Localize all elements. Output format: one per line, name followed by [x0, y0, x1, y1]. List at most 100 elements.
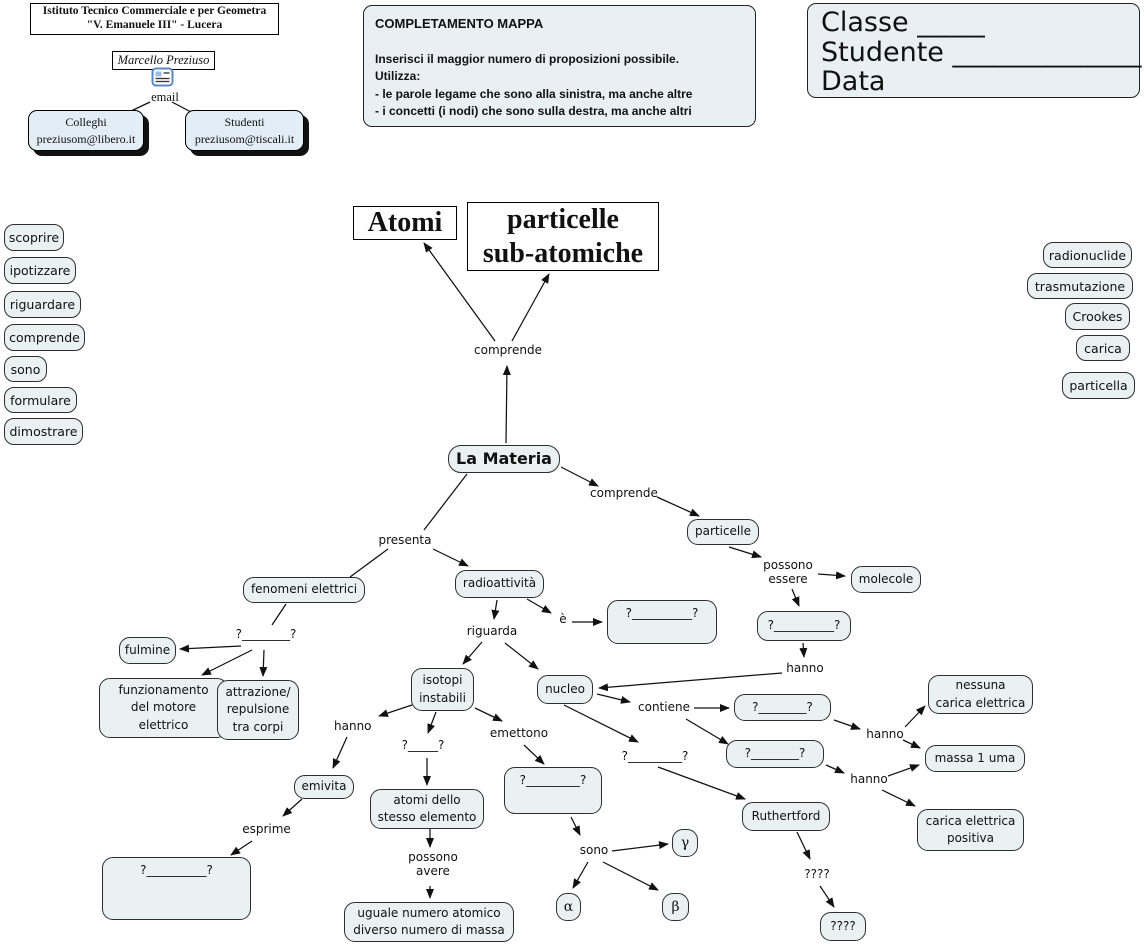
node-molecole[interactable]: molecole [851, 566, 921, 593]
word-chip-ipotizzare[interactable]: ipotizzare [4, 257, 76, 284]
node-text: attrazione/ [225, 684, 291, 699]
link-label-esprime[interactable]: esprime [242, 822, 291, 836]
link-label-text: emettono [489, 726, 549, 740]
node-text: ?________? [744, 746, 806, 761]
map-edge [378, 704, 413, 717]
node-gamma[interactable]: γ [672, 829, 698, 857]
node-text: carica elettrica [935, 695, 1026, 710]
link-label-text: comprende [474, 343, 542, 357]
instructions-title: COMPLETAMENTO MAPPA [375, 16, 544, 31]
node-nucleo[interactable]: nucleo [537, 675, 593, 704]
node-blank-esprime-target[interactable]: ?__________? [102, 857, 251, 920]
link-label-text: ?_____? [401, 738, 445, 752]
node-beta[interactable]: β [662, 893, 689, 921]
link-label-contiene[interactable]: contiene [637, 700, 691, 714]
concept-chip-carica[interactable]: carica [1076, 335, 1130, 361]
node-text: funzionamento [118, 682, 209, 697]
link-label-presenta[interactable]: presenta [378, 533, 432, 547]
node-text: nessuna [955, 678, 1006, 693]
node-blank-essere-target[interactable]: ?__________? [757, 611, 851, 641]
link-label-comprende-top[interactable]: comprende [473, 343, 543, 357]
node-text: nucleo [545, 681, 585, 696]
node-nessuna-carica-elettrica[interactable]: nessuna carica elettrica [928, 675, 1033, 714]
word-chip-riguardare[interactable]: riguardare [4, 291, 81, 318]
map-edge [230, 840, 253, 856]
map-edge [570, 816, 581, 836]
map-edge [602, 861, 659, 891]
node-ruthertford[interactable]: Ruthertford [742, 802, 830, 831]
node-emivita[interactable]: emivita [294, 775, 354, 799]
link-label-hanno-right-2[interactable]: hanno [848, 772, 890, 786]
contact-title: Studenti [224, 115, 265, 130]
link-label-blank-ruthertford-link[interactable]: ???? [797, 867, 837, 881]
link-label-emettono[interactable]: emettono [488, 726, 550, 740]
author-name: Marcello Preziuso [117, 53, 210, 67]
map-edge [656, 496, 700, 517]
email-resource-icon[interactable] [151, 67, 174, 87]
node-blank-emettono-target[interactable]: ?_________? [504, 767, 602, 814]
node-text: particelle [507, 204, 619, 236]
node-blank-ruthertford-target[interactable]: ???? [820, 912, 866, 941]
node-massa-1-uma[interactable]: massa 1 uma [925, 745, 1025, 772]
node-la-materia[interactable]: La Materia [448, 445, 560, 473]
concept-chip-trasmutazione[interactable]: trasmutazione [1027, 273, 1133, 299]
contact-node-colleghi[interactable]: Colleghi preziusom@libero.it [28, 110, 144, 151]
map-edge [271, 603, 287, 626]
node-alpha[interactable]: α [556, 893, 581, 921]
node-fulmine[interactable]: fulmine [119, 637, 176, 664]
link-label-blank-isotopi-link[interactable]: ?_____? [397, 738, 449, 752]
link-label-hanno-right-1[interactable]: hanno [865, 727, 905, 741]
institute-line1: Istituto Tecnico Commerciale e per Geome… [42, 5, 267, 18]
map-edge [825, 764, 845, 774]
link-label-comprende-right[interactable]: comprende [590, 486, 658, 500]
concept-chip-radionuclide[interactable]: radionuclide [1043, 242, 1132, 268]
link-label-text: contiene [638, 700, 690, 714]
node-text: del motore [130, 700, 197, 715]
link-label-blank-nucleo-link[interactable]: ?_________? [615, 749, 695, 763]
concept-chip-particella[interactable]: particella [1062, 372, 1135, 399]
link-label-blank-fenomeni-link[interactable]: ?________? [225, 627, 307, 641]
contact-title: Colleghi [65, 115, 107, 130]
link-label-text: esprime [242, 822, 291, 836]
node-radioattivita[interactable]: radioattività [455, 570, 544, 598]
link-label-text: avere [416, 864, 450, 879]
word-chip-sono[interactable]: sono [4, 356, 47, 382]
node-fenomeni-elettrici[interactable]: fenomeni elettrici [243, 577, 365, 603]
word-chip-scoprire[interactable]: scoprire [4, 224, 64, 251]
word-chip-dimostrare[interactable]: dimostrare [4, 418, 83, 445]
map-edge [904, 705, 926, 728]
map-edge [179, 644, 242, 653]
node-funzionamento-del-motore-elettrico[interactable]: funzionamento del motore elettrico [99, 678, 228, 738]
node-text: elettrico [138, 717, 189, 732]
word-chip-comprende[interactable]: comprende [4, 324, 85, 351]
link-label-riguarda[interactable]: riguarda [466, 624, 518, 638]
node-particelle[interactable]: particelle [687, 519, 759, 545]
link-label-sono[interactable]: sono [578, 843, 610, 857]
link-label-text: comprende [590, 486, 658, 500]
contact-node-studenti[interactable]: Studenti preziusom@tiscali.it [185, 110, 304, 151]
link-label-hanno-isotopi[interactable]: hanno [334, 719, 372, 733]
node-blank-contiene-2[interactable]: ?________? [726, 740, 824, 768]
map-edge [791, 588, 800, 607]
link-label-e-link[interactable]: è [556, 612, 570, 626]
node-text: ???? [830, 918, 856, 933]
node-blank-contiene-1[interactable]: ?________? [734, 694, 831, 721]
node-atomi[interactable]: Atomi [353, 206, 457, 240]
node-blank-e-target[interactable]: ?__________? [607, 600, 717, 644]
link-label-hanno-particelle[interactable]: hanno [784, 661, 826, 675]
word-chip-formulare[interactable]: formulare [4, 387, 77, 413]
map-edge [502, 365, 511, 444]
concept-chip-crookes[interactable]: Crookes [1065, 303, 1130, 330]
node-text: massa 1 uma [934, 750, 1016, 765]
node-text: tra corpi [232, 719, 284, 734]
map-edge [881, 789, 916, 807]
